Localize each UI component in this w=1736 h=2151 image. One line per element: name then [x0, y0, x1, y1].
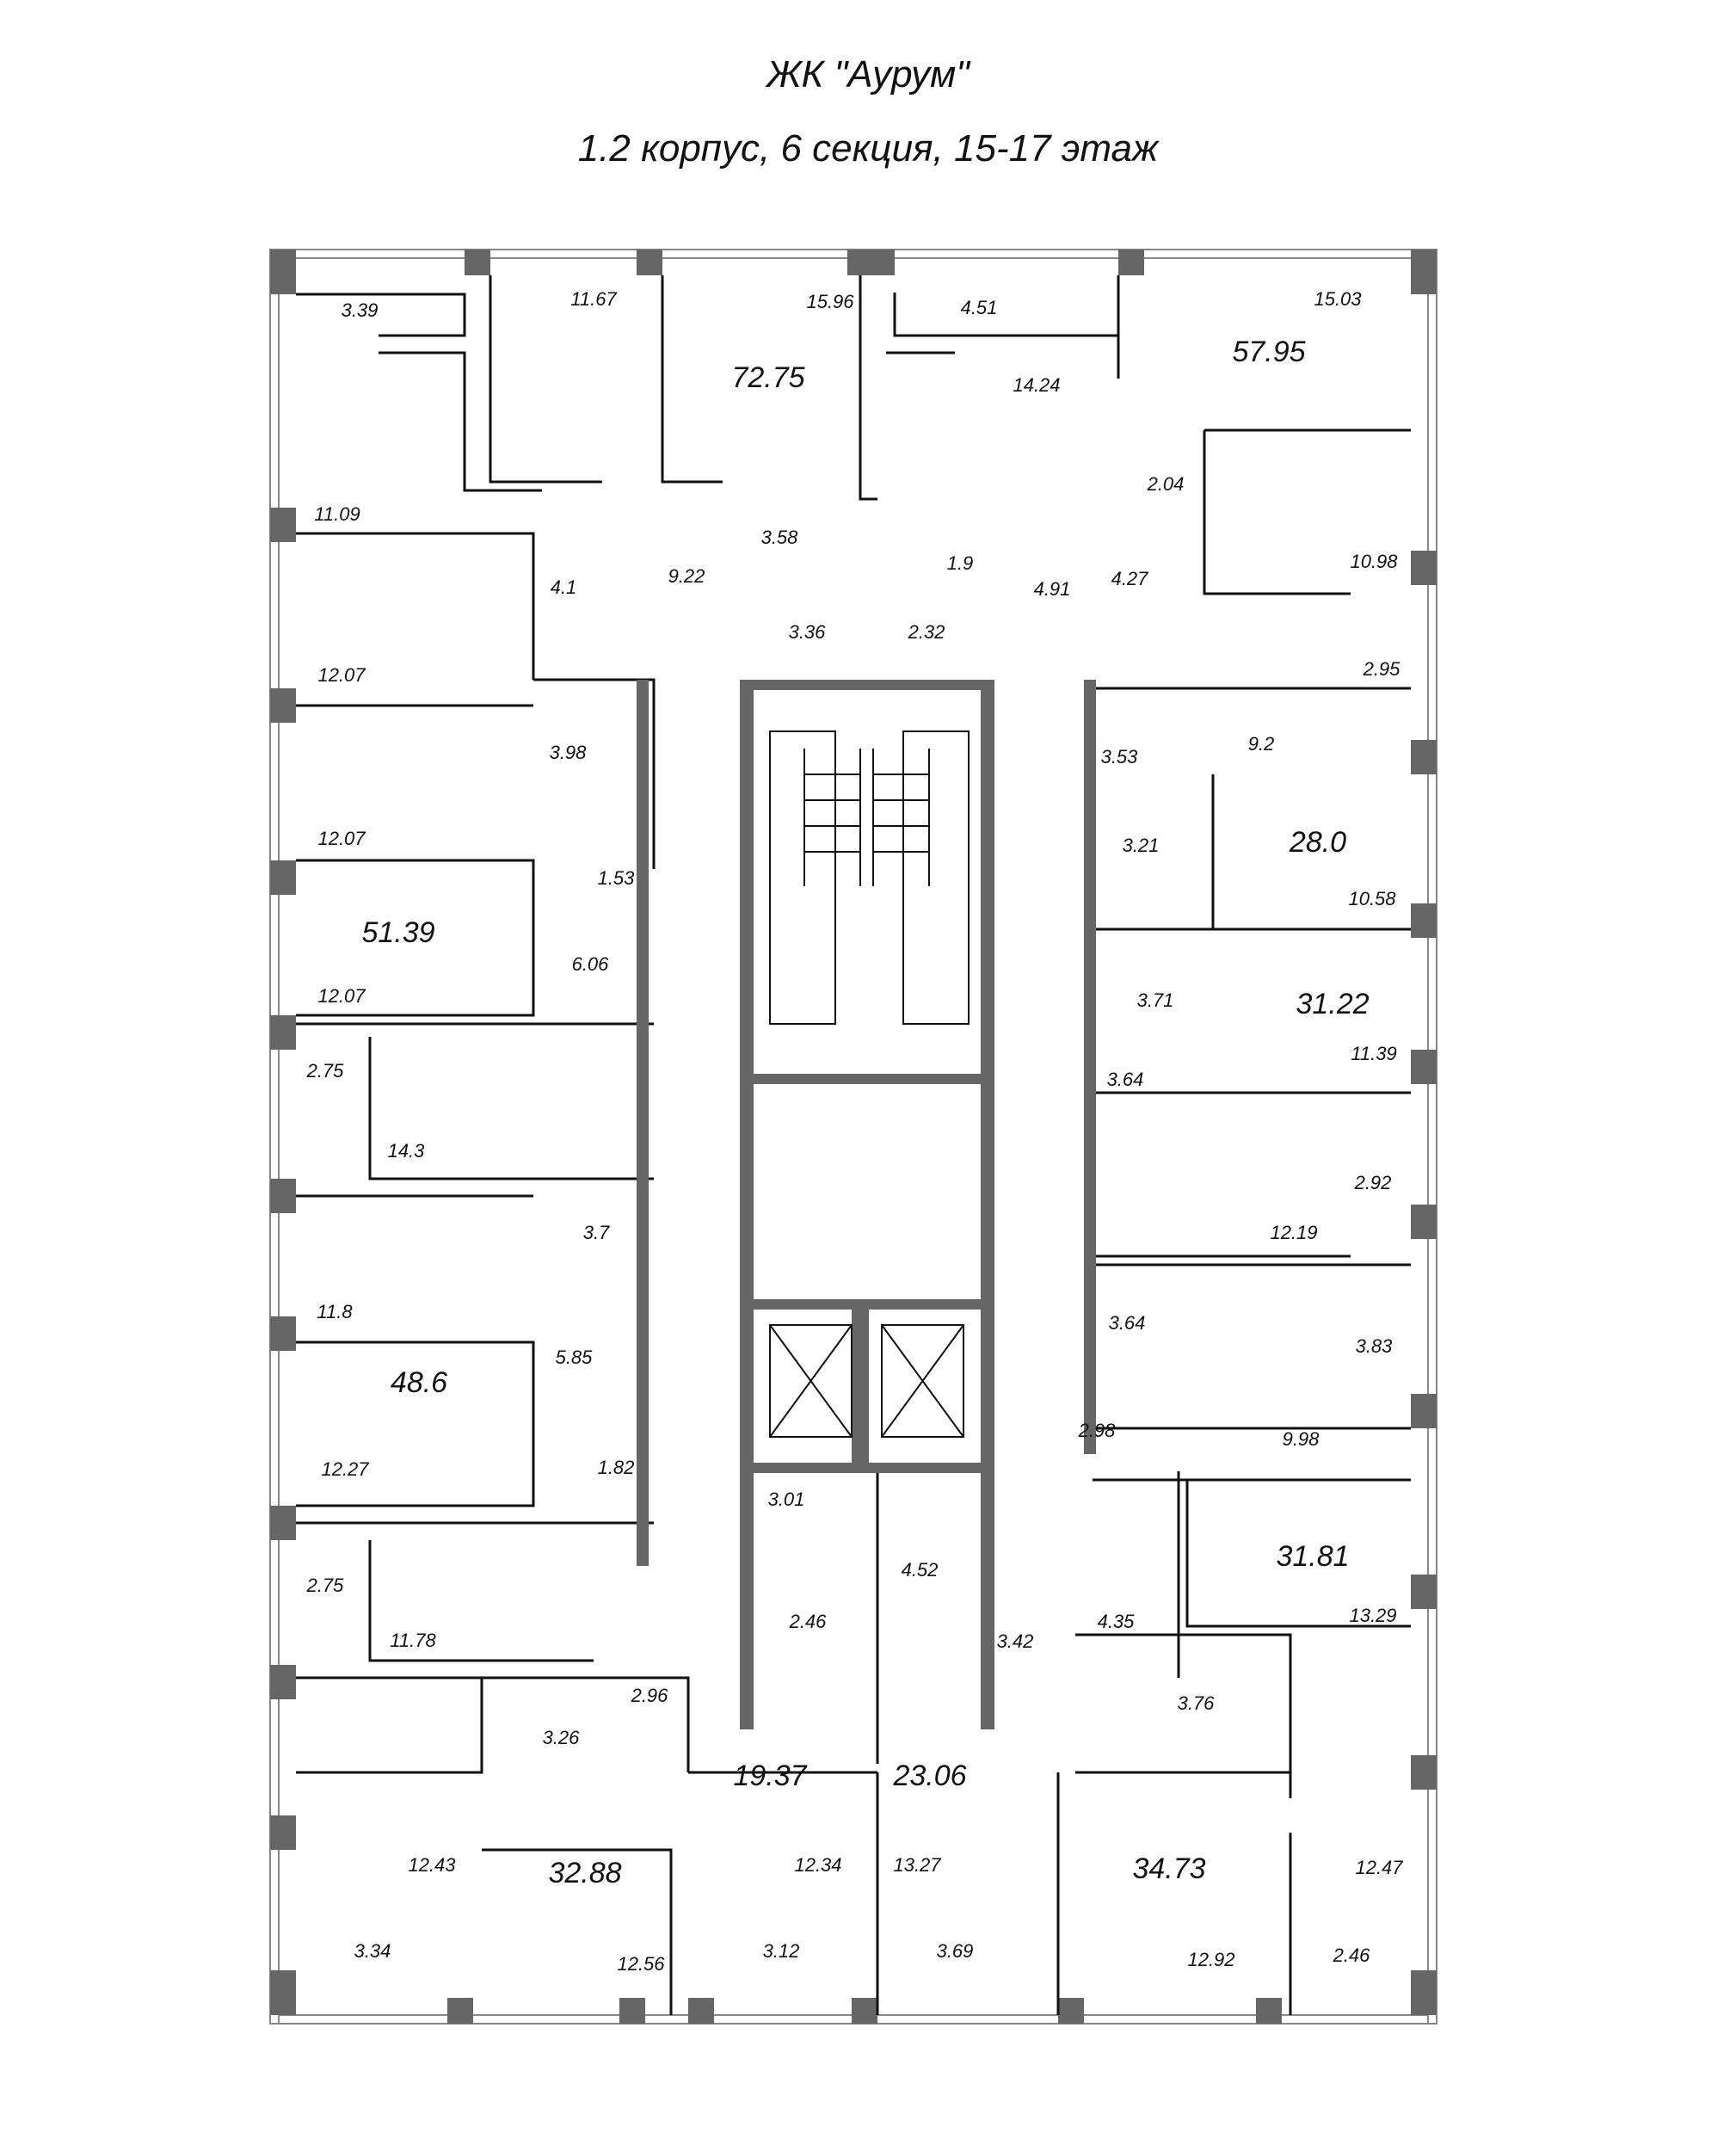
room-area: 12.19 — [1270, 1222, 1317, 1243]
room-area: 2.96 — [631, 1685, 669, 1706]
room-area: 5.85 — [556, 1347, 594, 1368]
room-area: 12.27 — [321, 1458, 369, 1480]
room-area: 3.58 — [761, 527, 799, 548]
interior-walls — [296, 275, 1411, 2015]
room-area: 12.07 — [317, 664, 366, 686]
apartment-area: 48.6 — [391, 1366, 447, 1399]
room-area: 2.95 — [1363, 658, 1401, 680]
room-areas: 3.39 11.67 15.96 4.51 15.03 14.24 2.04 1… — [306, 288, 1404, 1975]
apartment-area: 34.73 — [1132, 1852, 1205, 1885]
room-area: 12.34 — [794, 1854, 841, 1876]
apartment-area: 31.22 — [1296, 988, 1369, 1020]
room-area: 1.82 — [598, 1457, 635, 1478]
room-area: 3.71 — [1137, 989, 1174, 1011]
room-area: 2.75 — [306, 1060, 345, 1082]
room-area: 12.47 — [1355, 1857, 1403, 1878]
room-area: 9.22 — [668, 565, 705, 587]
room-area: 12.43 — [408, 1854, 456, 1876]
room-area: 14.24 — [1013, 374, 1060, 396]
room-area: 15.96 — [806, 291, 854, 312]
room-area: 10.98 — [1350, 551, 1398, 572]
room-area: 4.27 — [1111, 568, 1149, 589]
room-area: 11.78 — [390, 1630, 436, 1651]
apartment-area: 19.37 — [733, 1760, 807, 1792]
room-area: 3.21 — [1123, 835, 1160, 856]
room-area: 1.53 — [598, 867, 636, 889]
room-area: 2.98 — [1078, 1420, 1117, 1441]
project-title: ЖК "Аурум" — [766, 53, 970, 96]
room-area: 13.29 — [1349, 1605, 1396, 1626]
room-area: 14.3 — [388, 1140, 426, 1162]
room-area: 3.7 — [583, 1222, 610, 1243]
room-area: 3.53 — [1101, 746, 1139, 767]
room-area: 3.01 — [768, 1488, 805, 1510]
room-area: 3.42 — [997, 1630, 1034, 1652]
room-area: 1.9 — [947, 552, 974, 574]
room-area: 2.92 — [1354, 1172, 1392, 1193]
room-area: 10.58 — [1348, 888, 1396, 909]
room-area: 11.67 — [570, 288, 617, 310]
apartment-area: 23.06 — [892, 1760, 966, 1792]
room-area: 11.09 — [314, 503, 360, 525]
apartment-area: 31.81 — [1276, 1540, 1349, 1573]
room-area: 3.36 — [789, 621, 827, 643]
room-area: 3.69 — [937, 1940, 974, 1962]
room-area: 9.98 — [1283, 1428, 1320, 1450]
room-area: 9.2 — [1248, 733, 1275, 755]
room-area: 4.91 — [1034, 578, 1071, 600]
room-area: 2.32 — [908, 621, 945, 643]
room-area: 6.06 — [572, 953, 610, 975]
apartment-area: 51.39 — [361, 916, 434, 949]
building-core — [637, 680, 1096, 1729]
windows — [269, 249, 1437, 2025]
room-area: 3.76 — [1178, 1692, 1216, 1714]
room-area: 2.75 — [306, 1575, 345, 1596]
apartment-area: 28.0 — [1289, 826, 1346, 859]
room-area: 3.39 — [342, 299, 379, 321]
room-area: 11.39 — [1351, 1043, 1396, 1064]
room-area: 3.83 — [1356, 1335, 1394, 1357]
room-area: 3.26 — [543, 1727, 581, 1748]
room-area: 4.52 — [902, 1559, 939, 1581]
room-area: 2.04 — [1147, 473, 1185, 495]
outer-walls — [270, 250, 1437, 2024]
room-area: 12.92 — [1187, 1949, 1234, 1970]
room-area: 12.07 — [317, 985, 366, 1007]
room-area: 15.03 — [1314, 288, 1362, 310]
apartment-areas: 72.75 57.95 51.39 28.0 31.22 48.6 31.81 … — [361, 336, 1369, 1889]
room-area: 2.46 — [789, 1611, 828, 1632]
room-area: 3.34 — [354, 1940, 391, 1962]
apartment-area: 72.75 — [731, 361, 804, 394]
apartment-area: 57.95 — [1232, 336, 1305, 368]
room-area: 4.51 — [961, 297, 998, 318]
room-area: 11.8 — [317, 1301, 353, 1322]
room-area: 2.46 — [1333, 1945, 1371, 1966]
room-area: 4.1 — [551, 576, 577, 598]
room-area: 13.27 — [893, 1854, 941, 1876]
room-area: 12.56 — [617, 1953, 665, 1975]
room-area: 12.07 — [317, 828, 366, 849]
room-area: 4.35 — [1098, 1611, 1136, 1632]
room-area: 3.98 — [550, 742, 588, 763]
room-area: 3.12 — [763, 1940, 800, 1962]
apartment-area: 32.88 — [548, 1857, 621, 1889]
room-area: 3.64 — [1109, 1312, 1146, 1334]
room-area: 3.64 — [1107, 1069, 1144, 1090]
floor-subtitle: 1.2 корпус, 6 секция, 15-17 этаж — [577, 127, 1159, 169]
